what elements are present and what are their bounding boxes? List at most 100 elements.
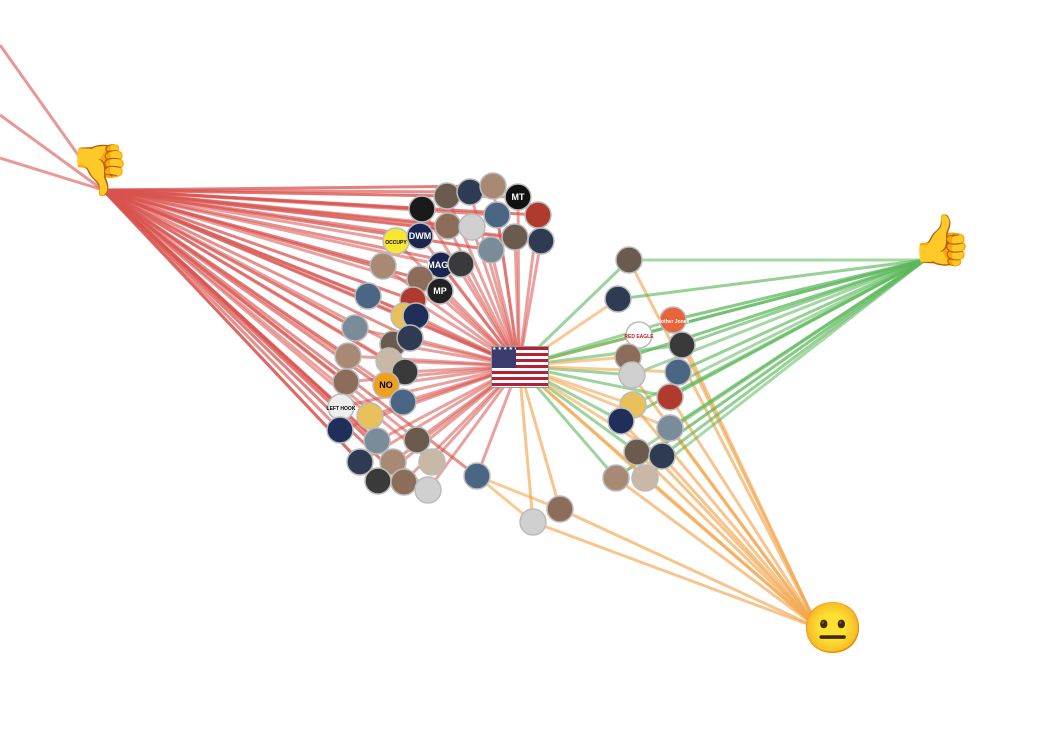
edge-positive [636, 258, 926, 454]
avatar [341, 314, 369, 342]
edge-negative [517, 240, 543, 367]
negative-account-node[interactable] [414, 476, 442, 504]
edge-neutral [680, 344, 820, 629]
avatar [479, 172, 507, 200]
edge-neutral [668, 427, 820, 629]
neutral-account-node[interactable] [546, 495, 574, 523]
negative-account-node[interactable] [332, 368, 360, 396]
avatar-logo: RED EAGLE [624, 334, 654, 340]
edge-neutral [517, 365, 535, 523]
avatar [664, 358, 692, 386]
avatar [659, 306, 687, 334]
avatar [403, 426, 431, 454]
neutral-account-node[interactable] [519, 508, 547, 536]
negative-account-node[interactable] [389, 388, 417, 416]
avatar [546, 495, 574, 523]
negative-account-node[interactable] [369, 252, 397, 280]
thumbs-down-hub-icon[interactable]: 👎 [68, 142, 132, 198]
avatar [447, 250, 475, 278]
avatar [602, 464, 630, 492]
negative-account-node[interactable] [483, 201, 511, 229]
avatar-logo: OCCUPY [385, 240, 407, 246]
negative-account-node[interactable] [456, 178, 484, 206]
positive-account-node[interactable] [668, 331, 696, 359]
edge-neutral [517, 365, 562, 510]
negative-account-node[interactable] [458, 213, 486, 241]
avatar [668, 331, 696, 359]
edge-negative [102, 188, 520, 368]
avatar [434, 212, 462, 240]
negative-account-node[interactable] [501, 223, 529, 251]
negative-account-node[interactable] [477, 236, 505, 264]
positive-account-node[interactable] [618, 361, 646, 389]
avatar [364, 467, 392, 495]
edge-positive [615, 258, 926, 480]
positive-account-node[interactable] [607, 407, 635, 435]
positive-account-node[interactable] [602, 464, 630, 492]
positive-account-node[interactable] [615, 246, 643, 274]
negative-account-node[interactable] [390, 468, 418, 496]
avatar-logo: MT [512, 192, 525, 202]
avatar [396, 324, 424, 352]
negative-account-node[interactable] [364, 467, 392, 495]
negative-account-node[interactable] [408, 195, 436, 223]
negative-account-node[interactable] [433, 182, 461, 210]
us-flag-icon[interactable]: ★★★★★★★★★★★★★★★★★★★★★★★★★★★★★★★★★★★★★★★★ [491, 346, 549, 388]
negative-account-node[interactable] [447, 250, 475, 278]
positive-account-node[interactable] [664, 358, 692, 386]
negative-account-node[interactable]: NO [372, 371, 400, 399]
avatar [483, 201, 511, 229]
positive-account-node[interactable] [656, 414, 684, 442]
negative-account-node[interactable] [403, 426, 431, 454]
avatar [390, 468, 418, 496]
negative-account-node[interactable]: MP [426, 277, 454, 305]
negative-account-node[interactable] [479, 172, 507, 200]
avatar [456, 178, 484, 206]
positive-account-node[interactable] [656, 383, 684, 411]
negative-account-node[interactable] [396, 324, 424, 352]
positive-account-node[interactable] [648, 442, 676, 470]
negative-account-node[interactable] [356, 402, 384, 430]
avatar [623, 438, 651, 466]
avatar-logo: Mother Jones [657, 319, 690, 325]
thumbs-up-hub-icon[interactable]: 👍 [910, 212, 974, 268]
negative-account-node[interactable] [391, 358, 419, 386]
negative-account-node[interactable] [341, 314, 369, 342]
neutral-face-hub-icon[interactable]: 😐 [801, 600, 865, 656]
edge-negative [0, 113, 104, 192]
negative-account-node[interactable] [463, 462, 491, 490]
negative-account-node[interactable] [527, 227, 555, 255]
avatar [389, 388, 417, 416]
avatar-logo: MAGA [427, 260, 455, 270]
negative-account-node[interactable]: MT [504, 183, 532, 211]
negative-account-node[interactable] [363, 427, 391, 455]
avatar [418, 448, 446, 476]
avatar [414, 476, 442, 504]
negative-account-node[interactable] [334, 342, 362, 370]
positive-account-node[interactable] [631, 464, 659, 492]
edge-negative [101, 188, 406, 484]
negative-account-node[interactable] [434, 212, 462, 240]
positive-account-node[interactable] [623, 438, 651, 466]
negative-account-node[interactable]: DWM [406, 222, 434, 250]
negative-account-node[interactable] [524, 201, 552, 229]
positive-account-node[interactable]: Mother Jones [657, 306, 690, 334]
edge-positive [617, 258, 926, 301]
negative-account-node[interactable] [354, 282, 382, 310]
avatar [372, 371, 400, 399]
negative-account-node[interactable]: OCCUPY [382, 227, 410, 255]
edge-neutral [635, 450, 820, 630]
avatar [406, 222, 434, 250]
negative-account-node[interactable] [346, 448, 374, 476]
negative-account-node[interactable] [418, 448, 446, 476]
avatar [356, 402, 384, 430]
edge-negative [0, 156, 104, 192]
edge-neutral [631, 404, 820, 629]
negative-account-node[interactable] [326, 416, 354, 444]
positive-account-node[interactable]: RED EAGLE [624, 321, 654, 349]
edge-neutral [615, 476, 819, 630]
avatar [524, 201, 552, 229]
positive-account-node[interactable] [604, 285, 632, 313]
avatar [332, 368, 360, 396]
